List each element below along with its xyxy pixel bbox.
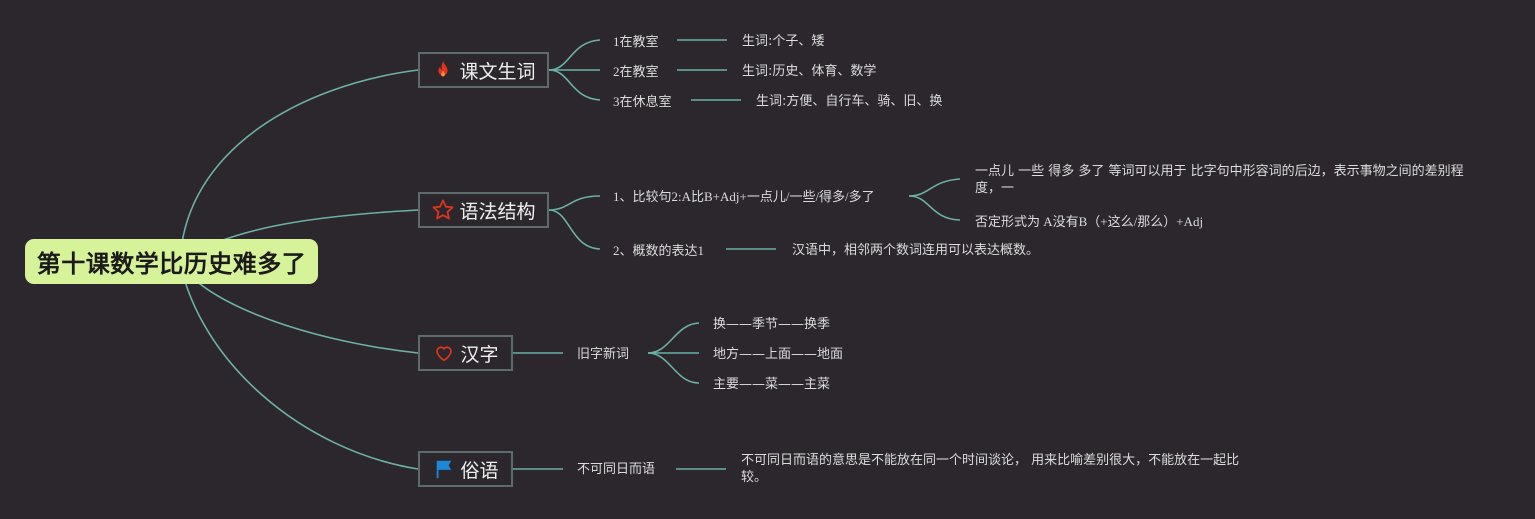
root-topic[interactable]: 第十课数学比历史难多了 bbox=[25, 239, 318, 284]
branch-idioms-label: 俗语 bbox=[460, 459, 499, 482]
vocab-item-3[interactable]: 3在休息室 bbox=[613, 94, 672, 109]
branch-vocabulary[interactable]: 课文生词 bbox=[418, 52, 549, 88]
vocab-item-3-detail[interactable]: 生词:方便、自行车、骑、旧、换 bbox=[756, 94, 943, 109]
branch-vocabulary-label: 课文生词 bbox=[459, 60, 536, 83]
connector-line bbox=[647, 352, 700, 384]
connector-line bbox=[548, 209, 601, 250]
characters-word-3[interactable]: 主要——菜——主菜 bbox=[713, 377, 831, 392]
star-icon bbox=[431, 198, 455, 222]
connector-line bbox=[548, 69, 601, 101]
connector-line bbox=[179, 69, 419, 263]
branch-idioms[interactable]: 俗语 bbox=[418, 451, 513, 487]
connector-line bbox=[647, 322, 700, 354]
fire-icon bbox=[431, 58, 455, 82]
characters-word-2[interactable]: 地方——上面——地面 bbox=[713, 347, 844, 362]
branch-characters-label: 汉字 bbox=[460, 343, 499, 366]
connector-line bbox=[179, 261, 419, 470]
connector-line bbox=[548, 39, 601, 71]
connector-line bbox=[908, 178, 961, 197]
grammar-item-1-detail-1[interactable]: 一点儿 一些 得多 多了 等词可以用于 比字句中形容词的后边，表示事物之间的差别… bbox=[975, 164, 1464, 196]
grammar-item-2-detail[interactable]: 汉语中，相邻两个数词连用可以表达概数。 bbox=[792, 243, 1040, 258]
grammar-item-1-detail-2[interactable]: 否定形式为 A没有B（+这么/那么）+Adj bbox=[975, 214, 1204, 229]
vocab-item-2[interactable]: 2在教室 bbox=[613, 64, 659, 79]
branch-characters[interactable]: 汉字 bbox=[418, 335, 513, 371]
branch-grammar-label: 语法结构 bbox=[459, 200, 536, 223]
idiom-item-1[interactable]: 不可同日而语 bbox=[577, 462, 656, 477]
vocab-item-1[interactable]: 1在教室 bbox=[613, 34, 659, 49]
connector-line bbox=[548, 195, 601, 211]
grammar-item-2[interactable]: 2、概数的表达1 bbox=[613, 243, 705, 258]
idiom-item-1-detail[interactable]: 不可同日而语的意思是不能放在同一个时间谈论， 用来比喻差别很大，不能放在一起比较… bbox=[741, 453, 1240, 485]
connector-line bbox=[908, 195, 961, 221]
vocab-item-1-detail[interactable]: 生词:个子、矮 bbox=[742, 34, 825, 49]
root-topic-label: 第十课数学比历史难多了 bbox=[36, 250, 307, 278]
heart-icon bbox=[432, 341, 456, 365]
vocab-item-2-detail[interactable]: 生词:历史、体育、数学 bbox=[742, 64, 877, 79]
characters-item-1[interactable]: 旧字新词 bbox=[577, 347, 630, 362]
branch-grammar[interactable]: 语法结构 bbox=[418, 192, 549, 228]
characters-word-1[interactable]: 换——季节——换季 bbox=[713, 317, 831, 332]
flag-icon bbox=[432, 457, 456, 481]
grammar-item-1[interactable]: 1、比较句2:A比B+Adj+一点儿/一些/得多/多了 bbox=[613, 189, 875, 204]
